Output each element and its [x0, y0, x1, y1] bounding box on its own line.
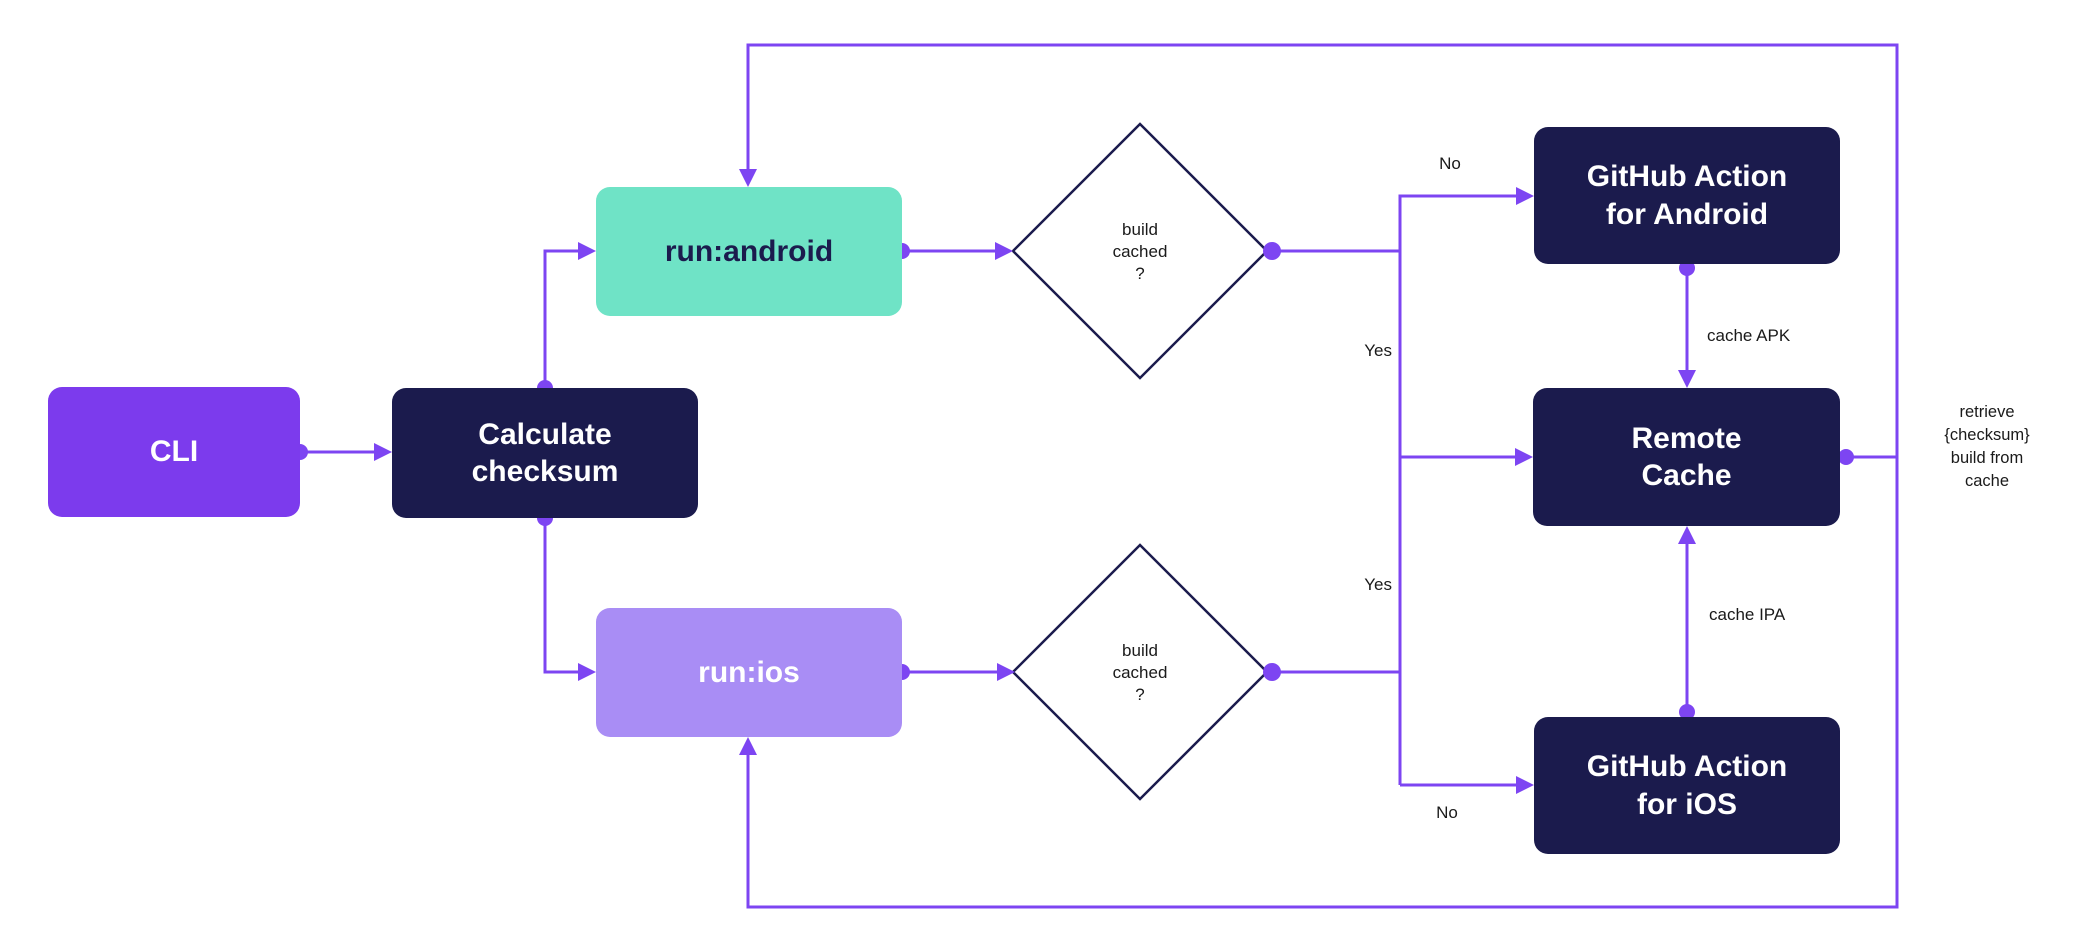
node-github-action-ios: GitHub Action for iOS	[1534, 717, 1840, 854]
dot-decision-android-output	[1263, 242, 1281, 260]
node-run-ios-label: run:ios	[698, 655, 800, 689]
arrowhead-into-github-android	[1516, 187, 1534, 205]
edge-checksum-to-run-ios	[543, 518, 584, 674]
edge-label-ios-yes: Yes	[1364, 575, 1392, 594]
dot-github-ios-output	[1679, 704, 1695, 720]
edge-loop-bottom-to-run-ios	[746, 457, 1899, 909]
arrowhead-cache-apk-down	[1678, 370, 1696, 388]
edge-label-android-no: No	[1439, 154, 1461, 173]
node-run-android: run:android	[596, 187, 902, 316]
edge-junction-no-to-github-android	[1398, 194, 1522, 785]
edge-label-ios-no: No	[1436, 803, 1458, 822]
arrowhead-into-run-android-left	[578, 242, 596, 260]
arrowhead-into-github-ios	[1516, 776, 1534, 794]
edge-loop-top-to-run-android	[746, 43, 1899, 457]
node-cli-label: CLI	[149, 435, 199, 469]
arrowhead-into-decision-android	[995, 242, 1013, 260]
decision-android-label: build cached ?	[1112, 220, 1168, 283]
node-run-ios: run:ios	[596, 608, 902, 737]
node-github-action-android: GitHub Action for Android	[1534, 127, 1840, 264]
edge-label-cache-apk: cache APK	[1707, 326, 1791, 345]
edge-label-cache-ipa: cache IPA	[1709, 605, 1786, 624]
node-run-android-label: run:android	[664, 234, 834, 268]
arrowhead-cache-ipa-up	[1678, 526, 1696, 544]
node-github-action-android-label: GitHub Action for Android	[1586, 160, 1788, 231]
arrowhead-into-decision-ios	[997, 663, 1015, 681]
node-remote-cache: Remote Cache	[1533, 388, 1840, 526]
arrowhead-into-run-ios-left	[578, 663, 596, 681]
edge-label-retrieve-from-cache: retrieve {checksum} build from cache	[1944, 403, 2030, 490]
arrowhead-loop-into-run-android-top	[739, 169, 757, 187]
dot-decision-ios-output	[1263, 663, 1281, 681]
arrowhead-into-checksum	[374, 443, 392, 461]
edge-checksum-to-run-android	[543, 249, 584, 388]
dot-remote-cache-output	[1838, 449, 1854, 465]
node-remote-cache-label: Remote Cache	[1631, 421, 1742, 493]
arrowhead-loop-into-run-ios-bottom	[739, 737, 757, 755]
node-github-action-ios-label: GitHub Action for iOS	[1586, 750, 1788, 821]
decision-ios-label: build cached ?	[1112, 641, 1168, 704]
arrowhead-into-remote-cache-left	[1515, 448, 1533, 466]
node-calculate-checksum-label: Calculate checksum	[471, 417, 619, 489]
edge-label-android-yes: Yes	[1364, 341, 1392, 360]
node-calculate-checksum: Calculate checksum	[392, 388, 698, 518]
dot-github-android-output	[1679, 260, 1695, 276]
node-cli: CLI	[48, 387, 300, 517]
